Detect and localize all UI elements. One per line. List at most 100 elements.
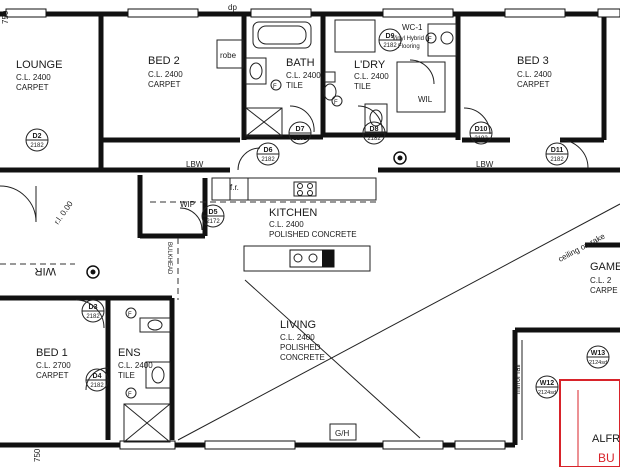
door-tag-d6: D6 2182: [256, 142, 280, 166]
windows-top: [5, 8, 620, 450]
svg-text:GAME: GAME: [590, 261, 620, 273]
door-tag-d4: D4 2182: [85, 368, 109, 392]
svg-text:2182: 2182: [550, 157, 564, 163]
svg-text:2182: 2182: [30, 143, 44, 149]
svg-text:2182: 2182: [474, 136, 488, 142]
svg-text:750: 750: [1, 10, 10, 24]
door-tag-d10: D10 2182: [469, 121, 493, 145]
svg-text:LIVING: LIVING: [280, 319, 316, 331]
svg-text:POLISHED: POLISHED: [280, 343, 321, 352]
room-kitchen: KITCHEN C.L. 2400 POLISHED CONCRETE: [269, 207, 357, 239]
svg-text:WIP: WIP: [180, 200, 195, 209]
svg-text:D3: D3: [89, 304, 98, 311]
svg-text:TILE: TILE: [354, 82, 371, 91]
svg-text:Vinyl Hybrid: Vinyl Hybrid: [392, 36, 424, 42]
svg-text:C.L. 2400: C.L. 2400: [148, 70, 183, 79]
svg-text:2182: 2182: [86, 314, 100, 320]
room-bed3: BED 3 C.L. 2400 CARPET: [517, 55, 552, 89]
svg-text:ENS: ENS: [118, 347, 141, 359]
svg-text:D6: D6: [264, 147, 273, 154]
svg-text:2182: 2182: [261, 157, 275, 163]
svg-text:TILE: TILE: [118, 371, 135, 380]
svg-text:D2: D2: [33, 133, 42, 140]
svg-text:D7: D7: [296, 126, 305, 133]
door-tag-d5: D5 2172: [201, 204, 225, 228]
svg-text:LOUNGE: LOUNGE: [16, 59, 62, 71]
room-bath: BATH C.L. 2400 TILE: [286, 57, 321, 90]
room-laundry: L'DRY C.L. 2400 TILE: [354, 59, 389, 91]
door-tag-d3: D3 2182: [81, 299, 105, 323]
door-tags: D2 2182 D9 2182 D7 2182 D8 2182 D10 2182: [25, 28, 569, 392]
door-tag-d8: D8 2182: [362, 121, 386, 145]
svg-text:D8: D8: [370, 126, 379, 133]
svg-text:D10: D10: [475, 126, 488, 133]
svg-text:BULKHEAD: BULKHEAD: [166, 242, 172, 275]
room-ens: ENS C.L. 2400 TILE: [118, 347, 153, 380]
svg-text:2182: 2182: [293, 136, 307, 142]
svg-text:LBW: LBW: [476, 160, 494, 169]
svg-text:CARPET: CARPET: [517, 80, 550, 89]
svg-text:CONCRETE: CONCRETE: [280, 353, 325, 362]
svg-text:C.L. 2400: C.L. 2400: [280, 333, 315, 342]
room-alfresco: ALFRE: [592, 433, 620, 445]
svg-text:G/H: G/H: [335, 429, 349, 438]
svg-text:F: F: [428, 37, 432, 43]
svg-text:CARPET: CARPET: [148, 80, 181, 89]
svg-text:D9: D9: [386, 33, 395, 40]
svg-text:2124sd: 2124sd: [538, 390, 556, 396]
door-tag-d7: D7 2182: [288, 121, 312, 145]
svg-text:L'DRY: L'DRY: [354, 59, 386, 71]
fan-markers: F F F F F: [125, 32, 437, 399]
svg-text:CARPE: CARPE: [590, 286, 618, 295]
svg-text:C.L. 2400: C.L. 2400: [517, 70, 552, 79]
svg-text:mirror rail: mirror rail: [515, 364, 522, 394]
svg-text:BED 1: BED 1: [36, 347, 68, 359]
window-tags: W13 2124sd W12 2124sd: [535, 345, 610, 399]
svg-text:ceiling on rake: ceiling on rake: [557, 231, 607, 263]
svg-text:WC-1: WC-1: [402, 23, 423, 32]
svg-text:2182: 2182: [367, 136, 381, 142]
svg-text:BATH: BATH: [286, 57, 315, 69]
svg-text:WIL: WIL: [418, 95, 433, 104]
svg-text:r.l. 0.00: r.l. 0.00: [52, 199, 75, 226]
svg-text:C.L. 2400: C.L. 2400: [286, 71, 321, 80]
svg-text:dp: dp: [228, 3, 237, 12]
svg-text:2172: 2172: [206, 219, 220, 225]
svg-text:WIR: WIR: [35, 265, 56, 277]
room-living: LIVING C.L. 2400 POLISHED CONCRETE: [280, 319, 325, 362]
svg-text:f.r.: f.r.: [230, 183, 239, 192]
svg-text:D11: D11: [551, 147, 564, 154]
window-tag-w13: W13 2124sd: [586, 345, 610, 369]
svg-text:BU: BU: [598, 451, 615, 465]
svg-text:W13: W13: [591, 350, 606, 357]
svg-text:F: F: [334, 100, 338, 106]
svg-text:C.L. 2: C.L. 2: [590, 276, 612, 285]
door-tag-d11: D11 2182: [545, 142, 569, 166]
svg-text:POLISHED CONCRETE: POLISHED CONCRETE: [269, 230, 357, 239]
room-lounge: LOUNGE C.L. 2400 CARPET: [16, 59, 62, 92]
svg-text:C.L. 2700: C.L. 2700: [36, 361, 71, 370]
svg-text:BED 2: BED 2: [148, 55, 180, 67]
svg-text:C.L. 2400: C.L. 2400: [354, 72, 389, 81]
room-game: GAME C.L. 2 CARPE: [590, 261, 620, 295]
door-tag-d2: D2 2182: [25, 128, 49, 152]
svg-text:750: 750: [33, 448, 42, 462]
svg-text:C.L. 2400: C.L. 2400: [269, 220, 304, 229]
svg-text:2124sd: 2124sd: [589, 360, 607, 366]
svg-text:robe: robe: [220, 51, 237, 60]
svg-text:KITCHEN: KITCHEN: [269, 207, 317, 219]
svg-text:CARPET: CARPET: [16, 83, 49, 92]
svg-text:ALFRE: ALFRE: [592, 433, 620, 445]
svg-text:D5: D5: [209, 209, 218, 216]
svg-text:CARPET: CARPET: [36, 371, 69, 380]
svg-text:BED 3: BED 3: [517, 55, 549, 67]
svg-text:2182: 2182: [383, 43, 397, 49]
svg-text:C.L. 2400: C.L. 2400: [16, 73, 51, 82]
room-bed2: BED 2 C.L. 2400 CARPET: [148, 55, 183, 89]
svg-text:W12: W12: [540, 380, 555, 387]
svg-text:2182: 2182: [90, 383, 104, 389]
svg-text:F: F: [128, 312, 132, 318]
svg-text:Flooring: Flooring: [398, 44, 420, 50]
window-tag-w12: W12 2124sd: [535, 375, 559, 399]
